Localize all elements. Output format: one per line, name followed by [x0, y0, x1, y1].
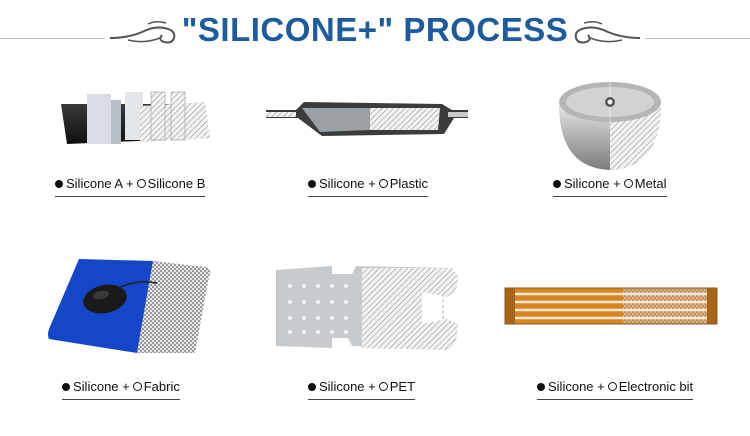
silicone-plastic-image: [266, 102, 468, 136]
caption-silicone-pet: Silicone +PET: [308, 378, 416, 400]
hollow-circle-icon: [378, 179, 388, 188]
ornament-left-icon: [109, 20, 176, 44]
silicone-pet-image: [276, 266, 458, 350]
hollow-circle-icon: [607, 382, 617, 391]
page-title: "SILICONE+" PROCESS: [181, 11, 569, 48]
caption-silicone-metal: Silicone +Metal: [553, 175, 667, 197]
hollow-circle-icon: [623, 179, 633, 188]
filled-dot-icon: [308, 383, 316, 391]
filled-dot-icon: [553, 180, 561, 188]
filled-dot-icon: [308, 180, 316, 188]
header-line-left: [0, 38, 105, 39]
silicone-ab-image: [61, 91, 210, 144]
header-line-right: [645, 38, 750, 39]
ornament-right-icon: [574, 20, 641, 44]
filled-dot-icon: [62, 383, 70, 391]
header: "SILICONE+" PROCESS: [0, 0, 750, 60]
caption-silicone-ab: Silicone A +Silicone B: [55, 175, 206, 197]
hollow-circle-icon: [136, 179, 146, 188]
filled-dot-icon: [537, 383, 545, 391]
caption-silicone-electronic: Silicone +Electronic bit: [537, 378, 694, 400]
silicone-electronic-image: [504, 287, 718, 325]
silicone-fabric-image: [48, 259, 211, 353]
caption-silicone-plastic: Silicone +Plastic: [308, 175, 429, 197]
caption-silicone-fabric: Silicone +Fabric: [62, 378, 180, 400]
silicone-metal-image: [559, 82, 661, 170]
filled-dot-icon: [55, 180, 63, 188]
hollow-circle-icon: [378, 382, 388, 391]
hollow-circle-icon: [132, 382, 142, 391]
